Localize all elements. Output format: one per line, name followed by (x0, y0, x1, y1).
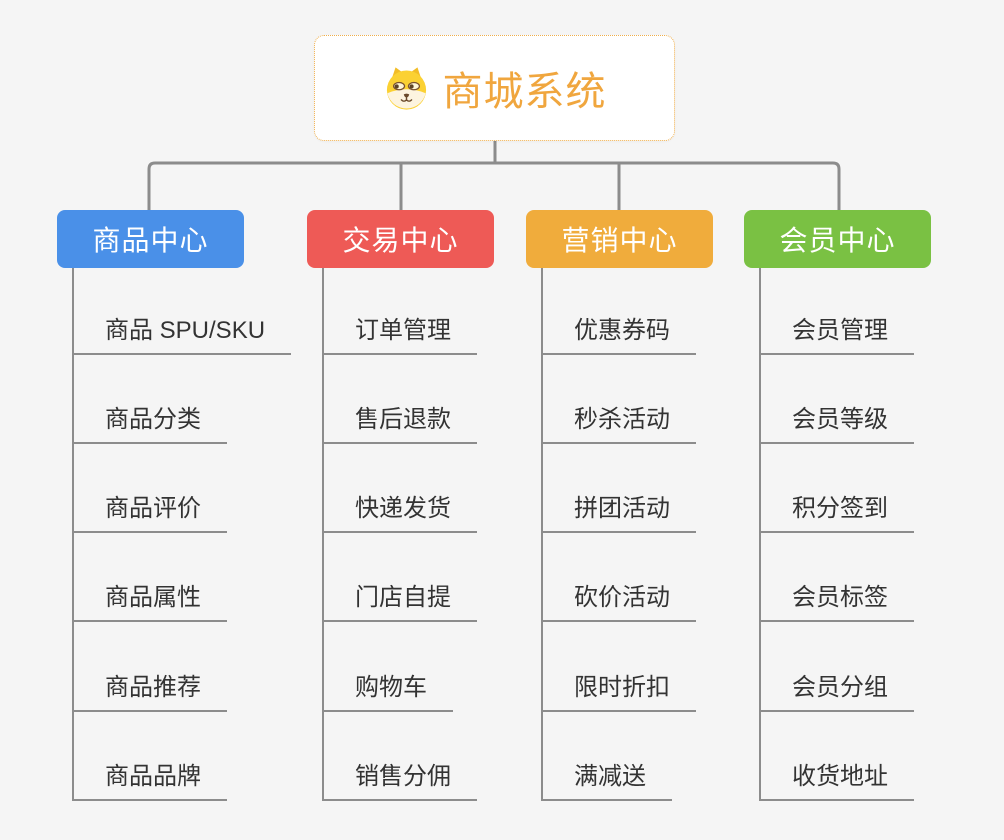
leaf-node[interactable]: 满减送 (543, 712, 696, 801)
branch-header-3[interactable]: 营销中心 (526, 210, 713, 268)
leaf-label: 商品分类 (74, 399, 227, 444)
branch-header-1[interactable]: 商品中心 (57, 210, 244, 268)
leaf-node[interactable]: 会员标签 (761, 533, 914, 623)
leaf-label: 拼团活动 (543, 488, 696, 534)
leaf-label: 购物车 (324, 667, 453, 712)
leaf-node[interactable]: 售后退款 (324, 355, 477, 444)
leaf-node[interactable]: 商品分类 (74, 355, 291, 444)
leaf-label: 商品属性 (74, 577, 227, 623)
branch-header-2[interactable]: 交易中心 (307, 210, 494, 268)
leaf-label: 门店自提 (324, 577, 477, 623)
leaf-node[interactable]: 商品 SPU/SKU (74, 268, 292, 355)
dog-face-icon (383, 65, 430, 112)
leaf-label: 优惠券码 (543, 310, 696, 355)
leaf-node[interactable]: 商品评价 (74, 444, 291, 534)
branch-header-4[interactable]: 会员中心 (744, 210, 931, 268)
leaf-label: 收货地址 (761, 756, 914, 801)
leaf-label: 快递发货 (324, 488, 477, 534)
leaf-node[interactable]: 会员等级 (761, 355, 914, 444)
leaf-label: 会员管理 (761, 310, 914, 355)
leaf-node[interactable]: 限时折扣 (543, 622, 696, 712)
leaf-label: 秒杀活动 (543, 399, 696, 444)
branch-children-list: 商品 SPU/SKU 商品分类商品评价商品属性商品推荐商品品牌 (72, 268, 292, 801)
leaf-node[interactable]: 会员管理 (761, 268, 914, 355)
leaf-node[interactable]: 销售分佣 (324, 712, 477, 801)
leaf-node[interactable]: 订单管理 (324, 268, 477, 355)
leaf-label: 商品评价 (74, 488, 227, 534)
leaf-node[interactable]: 砍价活动 (543, 533, 696, 623)
leaf-label: 砍价活动 (543, 577, 696, 623)
leaf-label: 商品品牌 (74, 756, 227, 801)
leaf-node[interactable]: 积分签到 (761, 444, 914, 534)
leaf-label: 会员等级 (761, 399, 914, 444)
leaf-node[interactable]: 收货地址 (761, 712, 914, 801)
leaf-node[interactable]: 秒杀活动 (543, 355, 696, 444)
leaf-label: 会员分组 (761, 667, 914, 712)
leaf-label: 订单管理 (324, 310, 477, 355)
leaf-label: 商品 SPU/SKU (74, 310, 292, 355)
leaf-label: 会员标签 (761, 577, 914, 623)
leaf-label: 销售分佣 (324, 756, 477, 801)
leaf-node[interactable]: 商品品牌 (74, 712, 291, 801)
leaf-node[interactable]: 拼团活动 (543, 444, 696, 534)
branch-children-list: 会员管理会员等级积分签到会员标签会员分组收货地址 (759, 268, 914, 801)
root-node[interactable]: 商城系统 (314, 35, 675, 141)
root-title: 商城系统 (442, 70, 607, 114)
leaf-node[interactable]: 商品属性 (74, 533, 291, 623)
leaf-label: 满减送 (543, 756, 672, 801)
leaf-node[interactable]: 优惠券码 (543, 268, 696, 355)
leaf-node[interactable]: 会员分组 (761, 622, 914, 712)
leaf-label: 限时折扣 (543, 667, 696, 712)
leaf-node[interactable]: 门店自提 (324, 533, 477, 623)
leaf-node[interactable]: 购物车 (324, 622, 477, 712)
leaf-node[interactable]: 快递发货 (324, 444, 477, 534)
leaf-label: 商品推荐 (74, 667, 227, 712)
leaf-label: 积分签到 (761, 488, 914, 534)
branch-children-list: 优惠券码秒杀活动拼团活动砍价活动限时折扣满减送 (541, 268, 696, 801)
branch-children-list: 订单管理售后退款快递发货门店自提购物车销售分佣 (322, 268, 477, 801)
leaf-label: 售后退款 (324, 399, 477, 444)
leaf-node[interactable]: 商品推荐 (74, 622, 291, 712)
